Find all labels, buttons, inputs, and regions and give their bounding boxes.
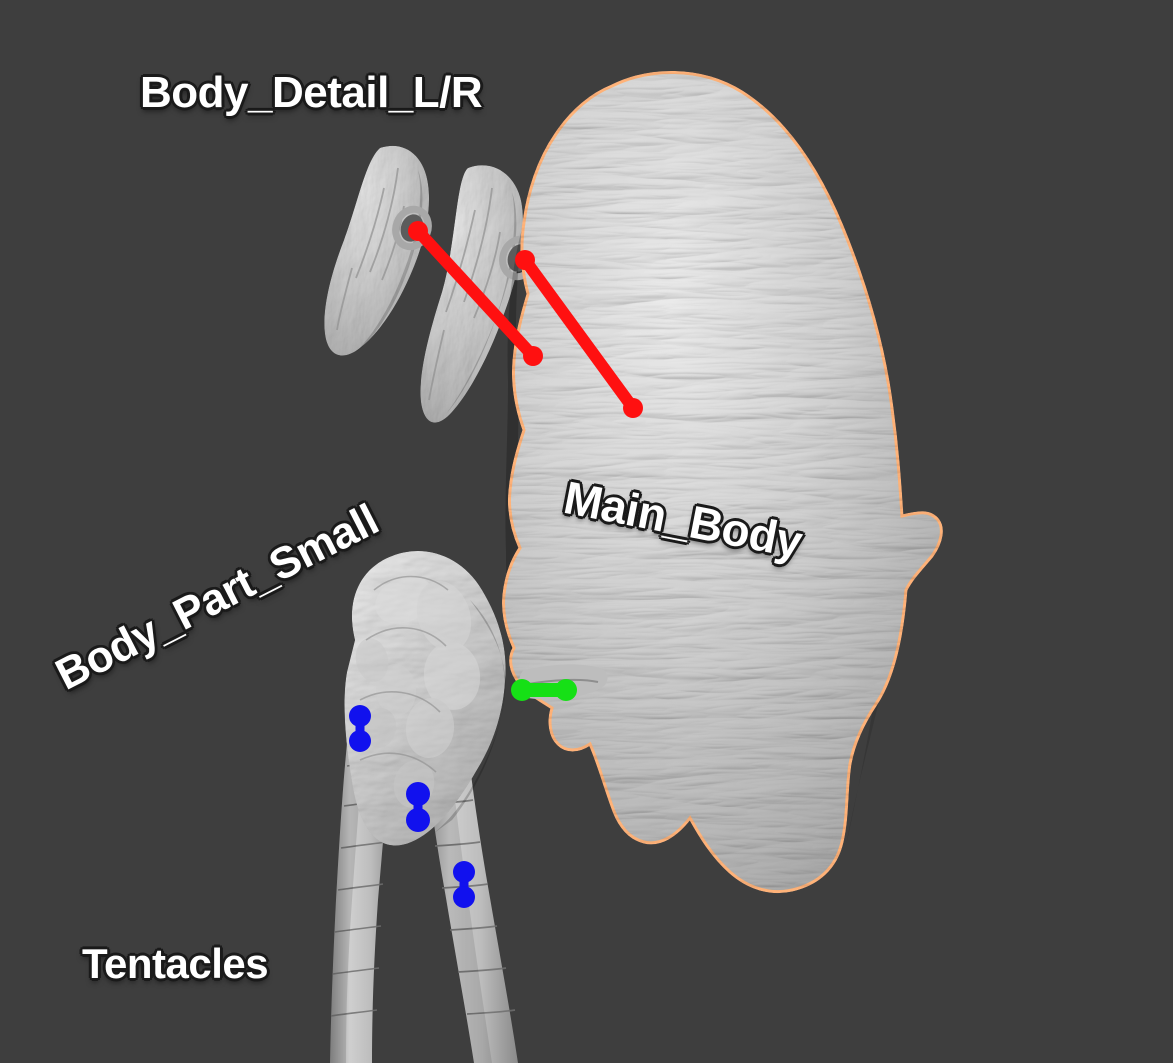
object-body-detail-left[interactable] — [324, 145, 433, 356]
object-label-body-detail: Body_Detail_L/R — [140, 68, 483, 117]
object-label-tentacles: Tentacles — [82, 940, 269, 987]
object-body-part-small[interactable] — [344, 551, 506, 846]
